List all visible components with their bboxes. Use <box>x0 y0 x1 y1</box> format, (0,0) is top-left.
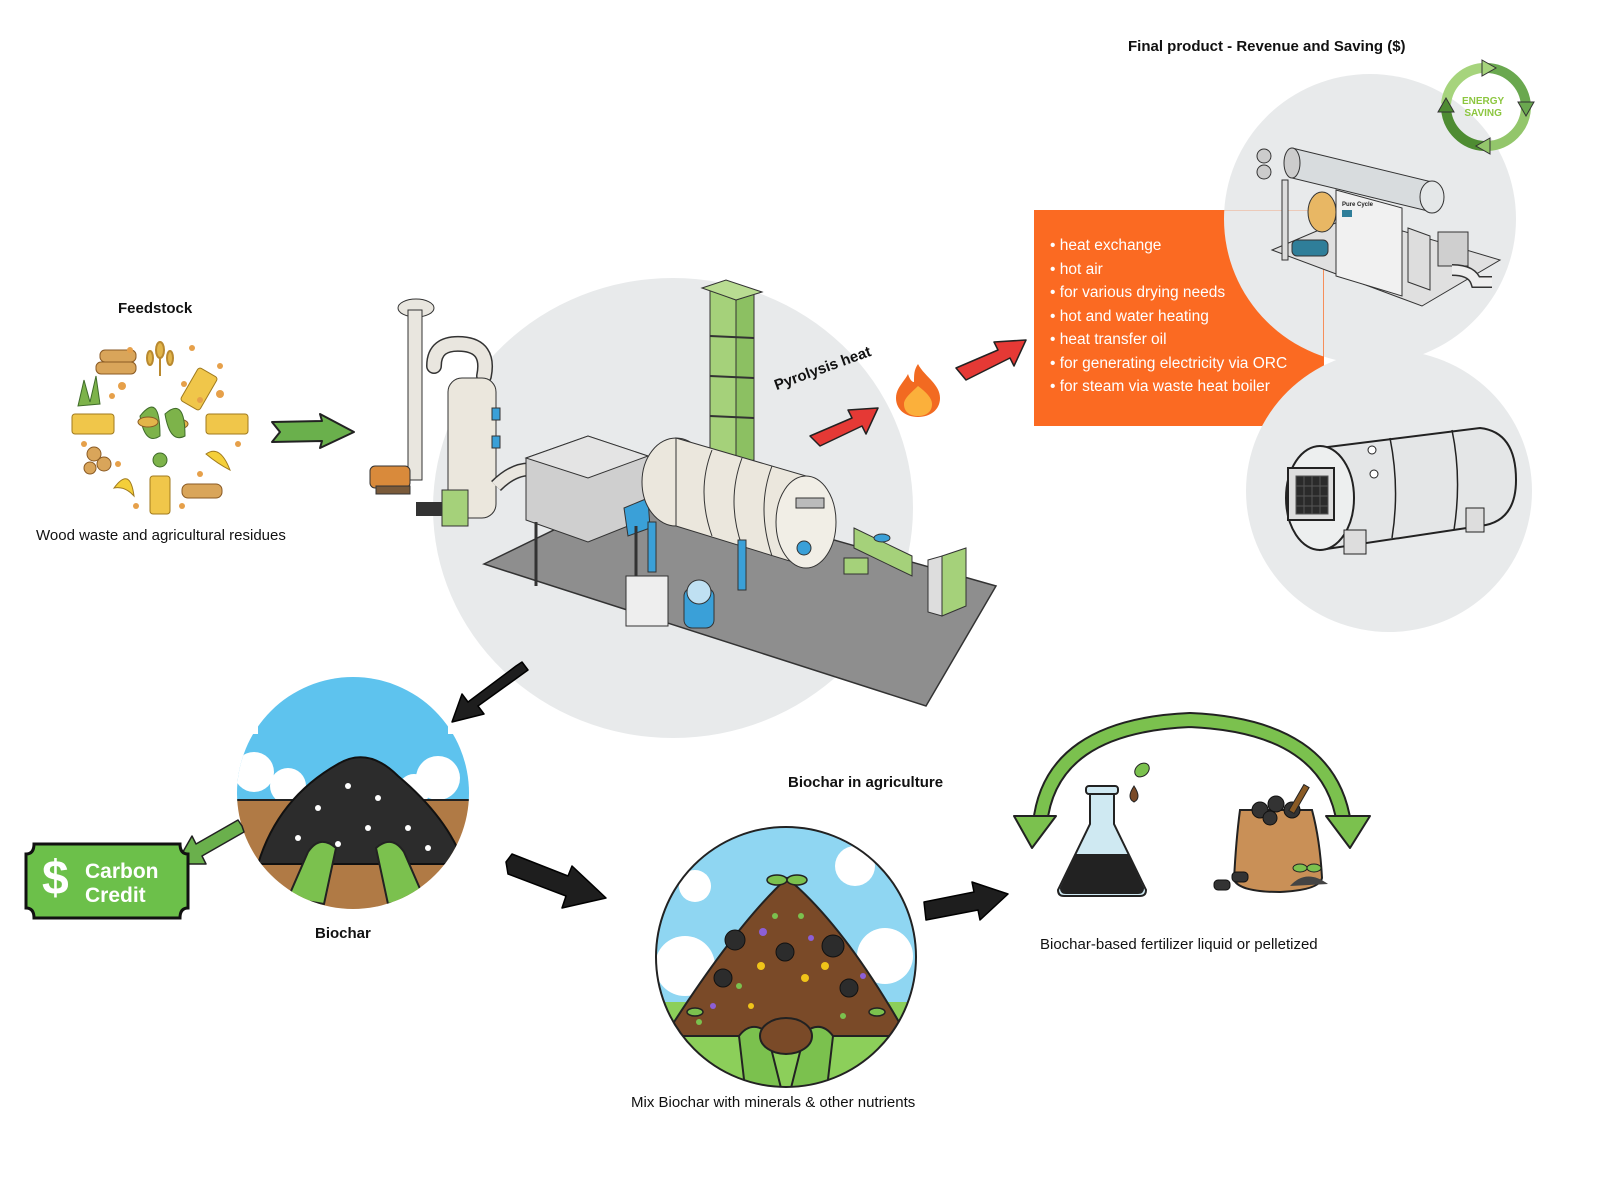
droplet-icon <box>1129 785 1139 803</box>
final-product-title: Final product - Revenue and Saving ($) <box>1128 38 1406 55</box>
heat-uses-list: heat exchange hot air for various drying… <box>1034 210 1324 399</box>
fertilizer-caption: Biochar-based fertilizer liquid or pelle… <box>1040 936 1318 953</box>
energy-saving-line1: ENERGY <box>1462 96 1505 107</box>
arrow-flame-to-uses <box>955 339 1027 381</box>
arrow-plant-to-biochar <box>451 661 529 723</box>
arrow-agriculture-to-fertilizer <box>923 881 1009 921</box>
feedstock-title: Feedstock <box>118 300 193 317</box>
glove-icon <box>737 1025 835 1087</box>
banana-peel-icon <box>112 450 231 498</box>
grate-icon <box>1295 475 1329 515</box>
charcoal-chunk-icon <box>713 929 859 998</box>
chimney-icon <box>397 298 435 481</box>
trowel-icon <box>1288 783 1310 815</box>
agriculture-title: Biochar in agriculture <box>788 774 944 791</box>
energy-saving-line2: SAVING <box>1464 108 1502 119</box>
agriculture-caption: Mix Biochar with minerals & other nutrie… <box>631 1094 916 1111</box>
scrubber-tower-icon <box>426 335 501 527</box>
pellet-sack-icon <box>1213 783 1328 894</box>
control-cabinet-green <box>927 547 967 617</box>
wood-logs-icon <box>95 349 137 375</box>
carbon-credit-line2: Credit <box>85 884 146 907</box>
pyrolysis-plant-icon <box>369 279 998 707</box>
heat-use-item: for various drying needs <box>1050 281 1324 305</box>
dollar-icon: $ <box>42 852 69 905</box>
pure-cycle-label: Pure Cycle <box>1342 202 1374 208</box>
energy-saving-cycle-icon <box>1437 59 1535 155</box>
heat-use-item: heat transfer oil <box>1050 328 1324 352</box>
flame-icon <box>896 364 940 417</box>
rotary-kiln-icon <box>641 437 837 591</box>
heat-use-item: for generating electricity via ORC <box>1050 352 1324 376</box>
wheat-icon <box>146 341 174 376</box>
blower-motor-icon <box>369 465 442 516</box>
orc-unit-icon: Pure Cycle <box>1256 147 1502 307</box>
arrow-plant-to-flame <box>809 407 879 447</box>
control-cabinet-white <box>625 575 669 627</box>
exhaust-stack-icon <box>700 279 764 467</box>
waste-heat-boiler-icon <box>1285 426 1518 555</box>
corn-icon <box>137 406 189 439</box>
carbon-credit-label: Carbon Credit <box>85 860 159 908</box>
straw-bundle-icon <box>71 367 249 515</box>
biochar-pile-icon <box>237 677 469 909</box>
arrow-feedstock-to-plant <box>271 413 355 449</box>
leaf-gear-icon <box>152 452 168 468</box>
heat-use-item: hot air <box>1050 258 1324 282</box>
heat-use-item: hot and water heating <box>1050 305 1324 329</box>
feedstock-icon <box>71 340 249 515</box>
carbon-credit-ticket <box>24 842 190 920</box>
seedling-icon <box>686 874 886 1017</box>
feedstock-caption: Wood waste and agricultural residues <box>36 527 286 544</box>
grass-icon <box>77 375 101 407</box>
leaf-icon <box>1134 762 1150 778</box>
heat-use-item: heat exchange <box>1050 234 1324 258</box>
seedling-icon <box>1292 863 1322 873</box>
biochar-title: Biochar <box>315 925 371 942</box>
carbon-credit-line1: Carbon <box>85 860 159 883</box>
glove-icon <box>286 841 426 906</box>
liquid-fertilizer-flask-icon <box>1056 762 1150 897</box>
heat-use-item: for steam via waste heat boiler <box>1050 375 1324 399</box>
discharge-conveyor-icon <box>843 527 913 577</box>
energy-saving-label: ENERGY SAVING <box>1462 96 1504 120</box>
pellets-icon <box>83 446 223 499</box>
gas-cylinder-icon <box>683 579 715 629</box>
arrow-biochar-to-agriculture <box>505 853 607 909</box>
fertilizer-cycle-arrows <box>1013 711 1371 849</box>
soil-mound-icon <box>655 826 917 1088</box>
